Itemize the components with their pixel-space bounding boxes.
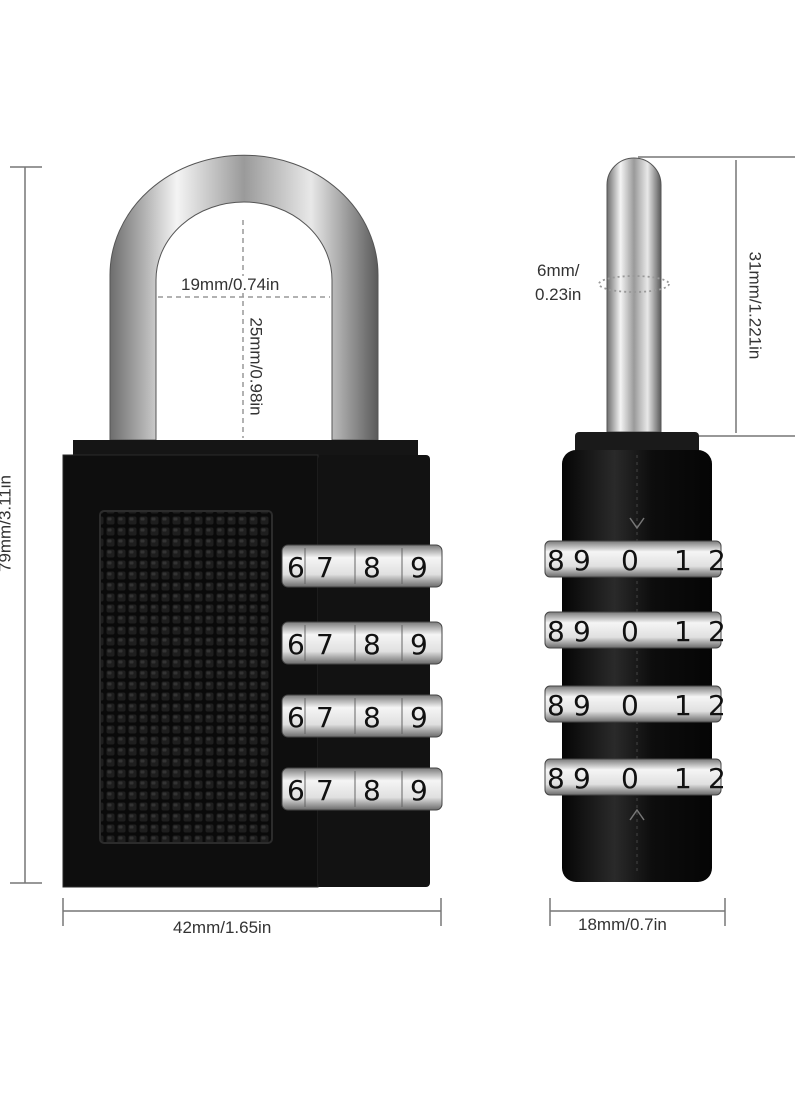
front-dial: 6 7 8 9 <box>281 544 443 588</box>
side-digit-8: 8 <box>547 762 565 795</box>
side-digit-2: 2 <box>708 544 726 577</box>
front-digit-6: 6 <box>287 551 305 584</box>
total-height-label: 79mm/3.11in <box>0 475 15 573</box>
front-digit-8: 8 <box>363 628 381 661</box>
side-digit-1: 1 <box>674 689 692 722</box>
side-dial: 8 9 0 1 2 <box>544 758 726 796</box>
side-digit-1: 1 <box>674 762 692 795</box>
front-digit-7: 7 <box>316 774 334 807</box>
side-digit-8: 8 <box>547 544 565 577</box>
side-bottom-marker-icon <box>629 808 645 821</box>
shackle-diameter-marker <box>598 275 670 293</box>
side-digit-9: 9 <box>573 762 591 795</box>
side-width-label: 18mm/0.7in <box>578 915 667 934</box>
shackle-inner-width-label: 19mm/0.74in <box>180 275 281 294</box>
side-digit-9: 9 <box>573 689 591 722</box>
shackle-inner-height-label: 25mm/0.98in <box>246 316 266 417</box>
front-digit-9: 9 <box>410 774 428 807</box>
side-digit-0: 0 <box>621 615 639 648</box>
shackle-height-label: 31mm/1.221in <box>745 251 765 360</box>
front-digit-8: 8 <box>363 701 381 734</box>
front-digit-8: 8 <box>363 551 381 584</box>
front-shackle <box>109 154 379 441</box>
front-digit-7: 7 <box>316 551 334 584</box>
front-dials: 6 7 8 9 6 7 8 9 6 7 8 9 <box>281 544 443 811</box>
side-digit-2: 2 <box>708 762 726 795</box>
side-digit-9: 9 <box>573 544 591 577</box>
front-digit-9: 9 <box>410 628 428 661</box>
side-digit-0: 0 <box>621 762 639 795</box>
body-width-label: 42mm/1.65in <box>173 918 272 937</box>
front-digit-6: 6 <box>287 701 305 734</box>
front-digit-6: 6 <box>287 774 305 807</box>
shackle-diameter-in-label: 0.23in <box>535 285 582 304</box>
side-dial: 8 9 0 1 2 <box>544 611 726 649</box>
front-digit-7: 7 <box>316 701 334 734</box>
front-dial: 6 7 8 9 <box>281 694 443 738</box>
side-dial: 8 9 0 1 2 <box>544 540 726 578</box>
side-digit-8: 8 <box>547 689 565 722</box>
side-digit-8: 8 <box>547 615 565 648</box>
side-digit-1: 1 <box>674 615 692 648</box>
side-digit-1: 1 <box>674 544 692 577</box>
side-digit-0: 0 <box>621 689 639 722</box>
shackle-diameter-mm-label: 6mm/ <box>537 261 580 280</box>
side-dials: 8 9 0 1 2 8 9 0 1 2 8 9 0 1 2 8 9 0 1 <box>544 540 726 796</box>
side-lock-body <box>562 432 712 882</box>
front-digit-6: 6 <box>287 628 305 661</box>
shackle-inner-dimension-lines <box>158 220 330 438</box>
front-digit-7: 7 <box>316 628 334 661</box>
side-digit-9: 9 <box>573 615 591 648</box>
front-dial: 6 7 8 9 <box>281 621 443 665</box>
side-digit-2: 2 <box>708 689 726 722</box>
front-dial: 6 7 8 9 <box>281 767 443 811</box>
dimension-lines <box>10 156 795 926</box>
side-top-marker-icon <box>629 517 645 530</box>
side-dial: 8 9 0 1 2 <box>544 685 726 723</box>
side-digit-0: 0 <box>621 544 639 577</box>
front-digit-9: 9 <box>410 551 428 584</box>
side-shackle <box>606 157 662 433</box>
front-digit-8: 8 <box>363 774 381 807</box>
side-digit-2: 2 <box>708 615 726 648</box>
front-digit-9: 9 <box>410 701 428 734</box>
